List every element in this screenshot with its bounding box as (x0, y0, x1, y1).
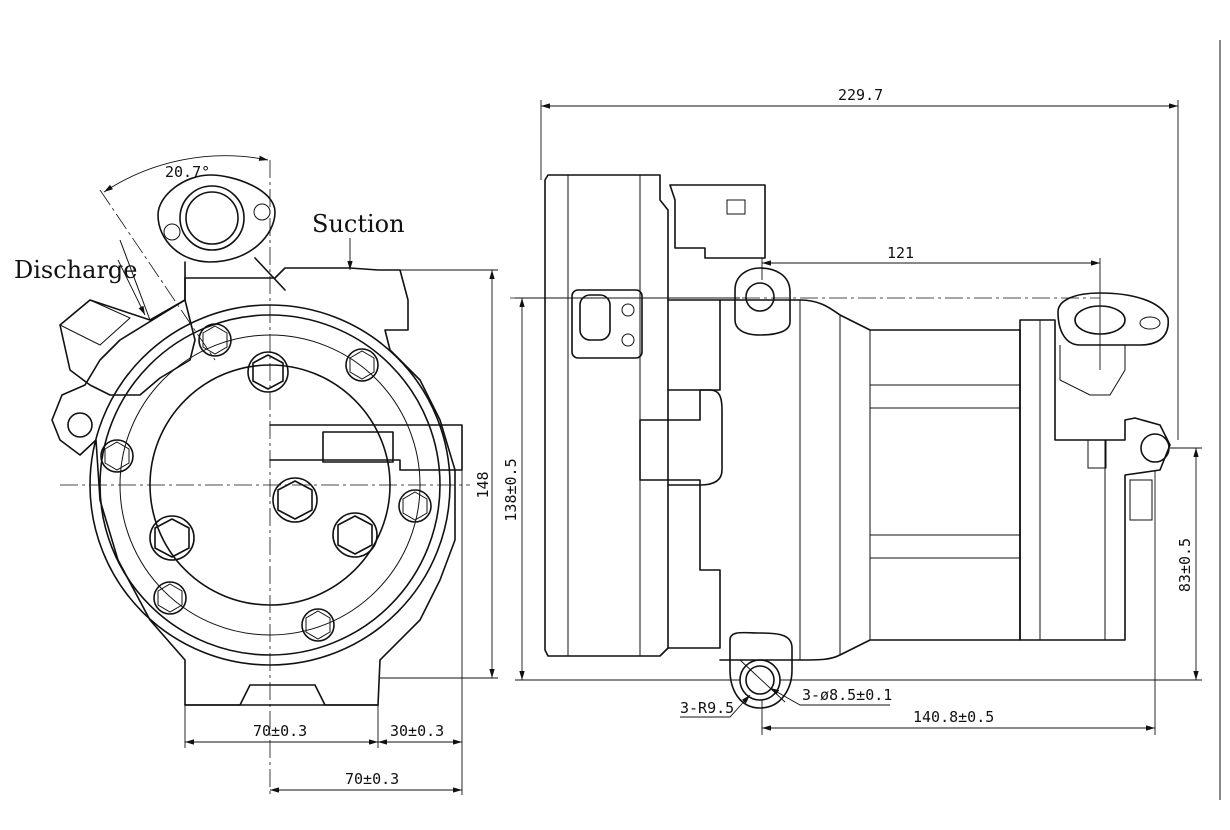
suction-neck (184, 257, 286, 301)
rear-suction-bolt (1139, 316, 1161, 330)
bottom-mount-lug (729, 631, 793, 709)
bolt (198, 323, 232, 357)
bolt (301, 608, 335, 642)
dim-70-top-label: 70±0.3 (253, 722, 307, 740)
discharge-leader (117, 259, 146, 316)
flange-screw (253, 203, 271, 221)
labels: 20.7° Suction Discharge 148 70±0.3 30±0.… (14, 86, 1194, 788)
rear-boss (1087, 439, 1107, 469)
side-dimensions (515, 100, 1202, 735)
r95-leader (680, 694, 751, 718)
flange-screw (163, 223, 181, 241)
port-neck (1059, 345, 1126, 396)
suction-port-outer (179, 185, 245, 251)
inverter-connector (571, 289, 643, 359)
dim-138-label: 138±0.5 (502, 458, 520, 521)
front-connector-tab (269, 424, 463, 471)
discharge-pipe-line (119, 239, 151, 321)
dim-121-label: 121 (887, 244, 914, 262)
front-angle-line (99, 189, 216, 361)
front-foot (184, 684, 379, 706)
hole-cross (739, 659, 786, 703)
rear-suction-port (1057, 292, 1169, 346)
bolt (153, 581, 187, 615)
rear-boss (1129, 479, 1153, 521)
dia-label: 3-ø8.5±0.1 (802, 686, 892, 704)
front-view (51, 160, 470, 795)
left-ear-hole (67, 412, 93, 438)
dim-70-bottom-label: 70±0.3 (345, 770, 399, 788)
suction-port-inner (185, 191, 239, 245)
discharge-flange (59, 299, 131, 346)
top-mount-hole (745, 282, 775, 312)
front-body-outline (51, 267, 456, 706)
bottom-mount-hole (745, 665, 775, 695)
hv-connector (669, 184, 766, 259)
body-ribs (870, 384, 1020, 559)
top-mount-lug (734, 267, 791, 336)
hv-connector-latch (726, 199, 746, 215)
connector-pin (579, 294, 611, 341)
suction-label: Suction (312, 210, 405, 238)
front-dimensions (103, 155, 498, 795)
transition-flange (639, 299, 721, 649)
dim-148-label: 148 (474, 471, 492, 498)
front-connector-slot (322, 431, 394, 463)
bolt (272, 477, 318, 523)
rear-head (1019, 319, 1171, 641)
r95-label: 3-R9.5 (680, 699, 734, 717)
dim-30-label: 30±0.3 (390, 722, 444, 740)
rear-mount-hole (1140, 433, 1170, 463)
bolt (247, 351, 289, 393)
angle-arc (103, 155, 269, 193)
connector-screw (621, 333, 635, 347)
bolt (345, 348, 379, 382)
dim-angle-label: 20.7° (165, 163, 210, 181)
dim-229-label: 229.7 (838, 86, 883, 104)
side-view (510, 174, 1171, 709)
bolt (332, 512, 378, 558)
dim-83-label: 83±0.5 (1176, 538, 1194, 592)
bolt (149, 515, 195, 561)
discharge-label: Discharge (14, 256, 137, 284)
connector-screw (621, 303, 635, 317)
side-step (667, 389, 723, 486)
front-bolts (100, 323, 432, 642)
dim-140-label: 140.8±0.5 (913, 708, 994, 726)
discharge-port-block (59, 299, 196, 396)
bolt (100, 439, 134, 473)
bolt (398, 489, 432, 523)
inverter-housing (544, 174, 669, 657)
dia-leader (769, 687, 890, 706)
